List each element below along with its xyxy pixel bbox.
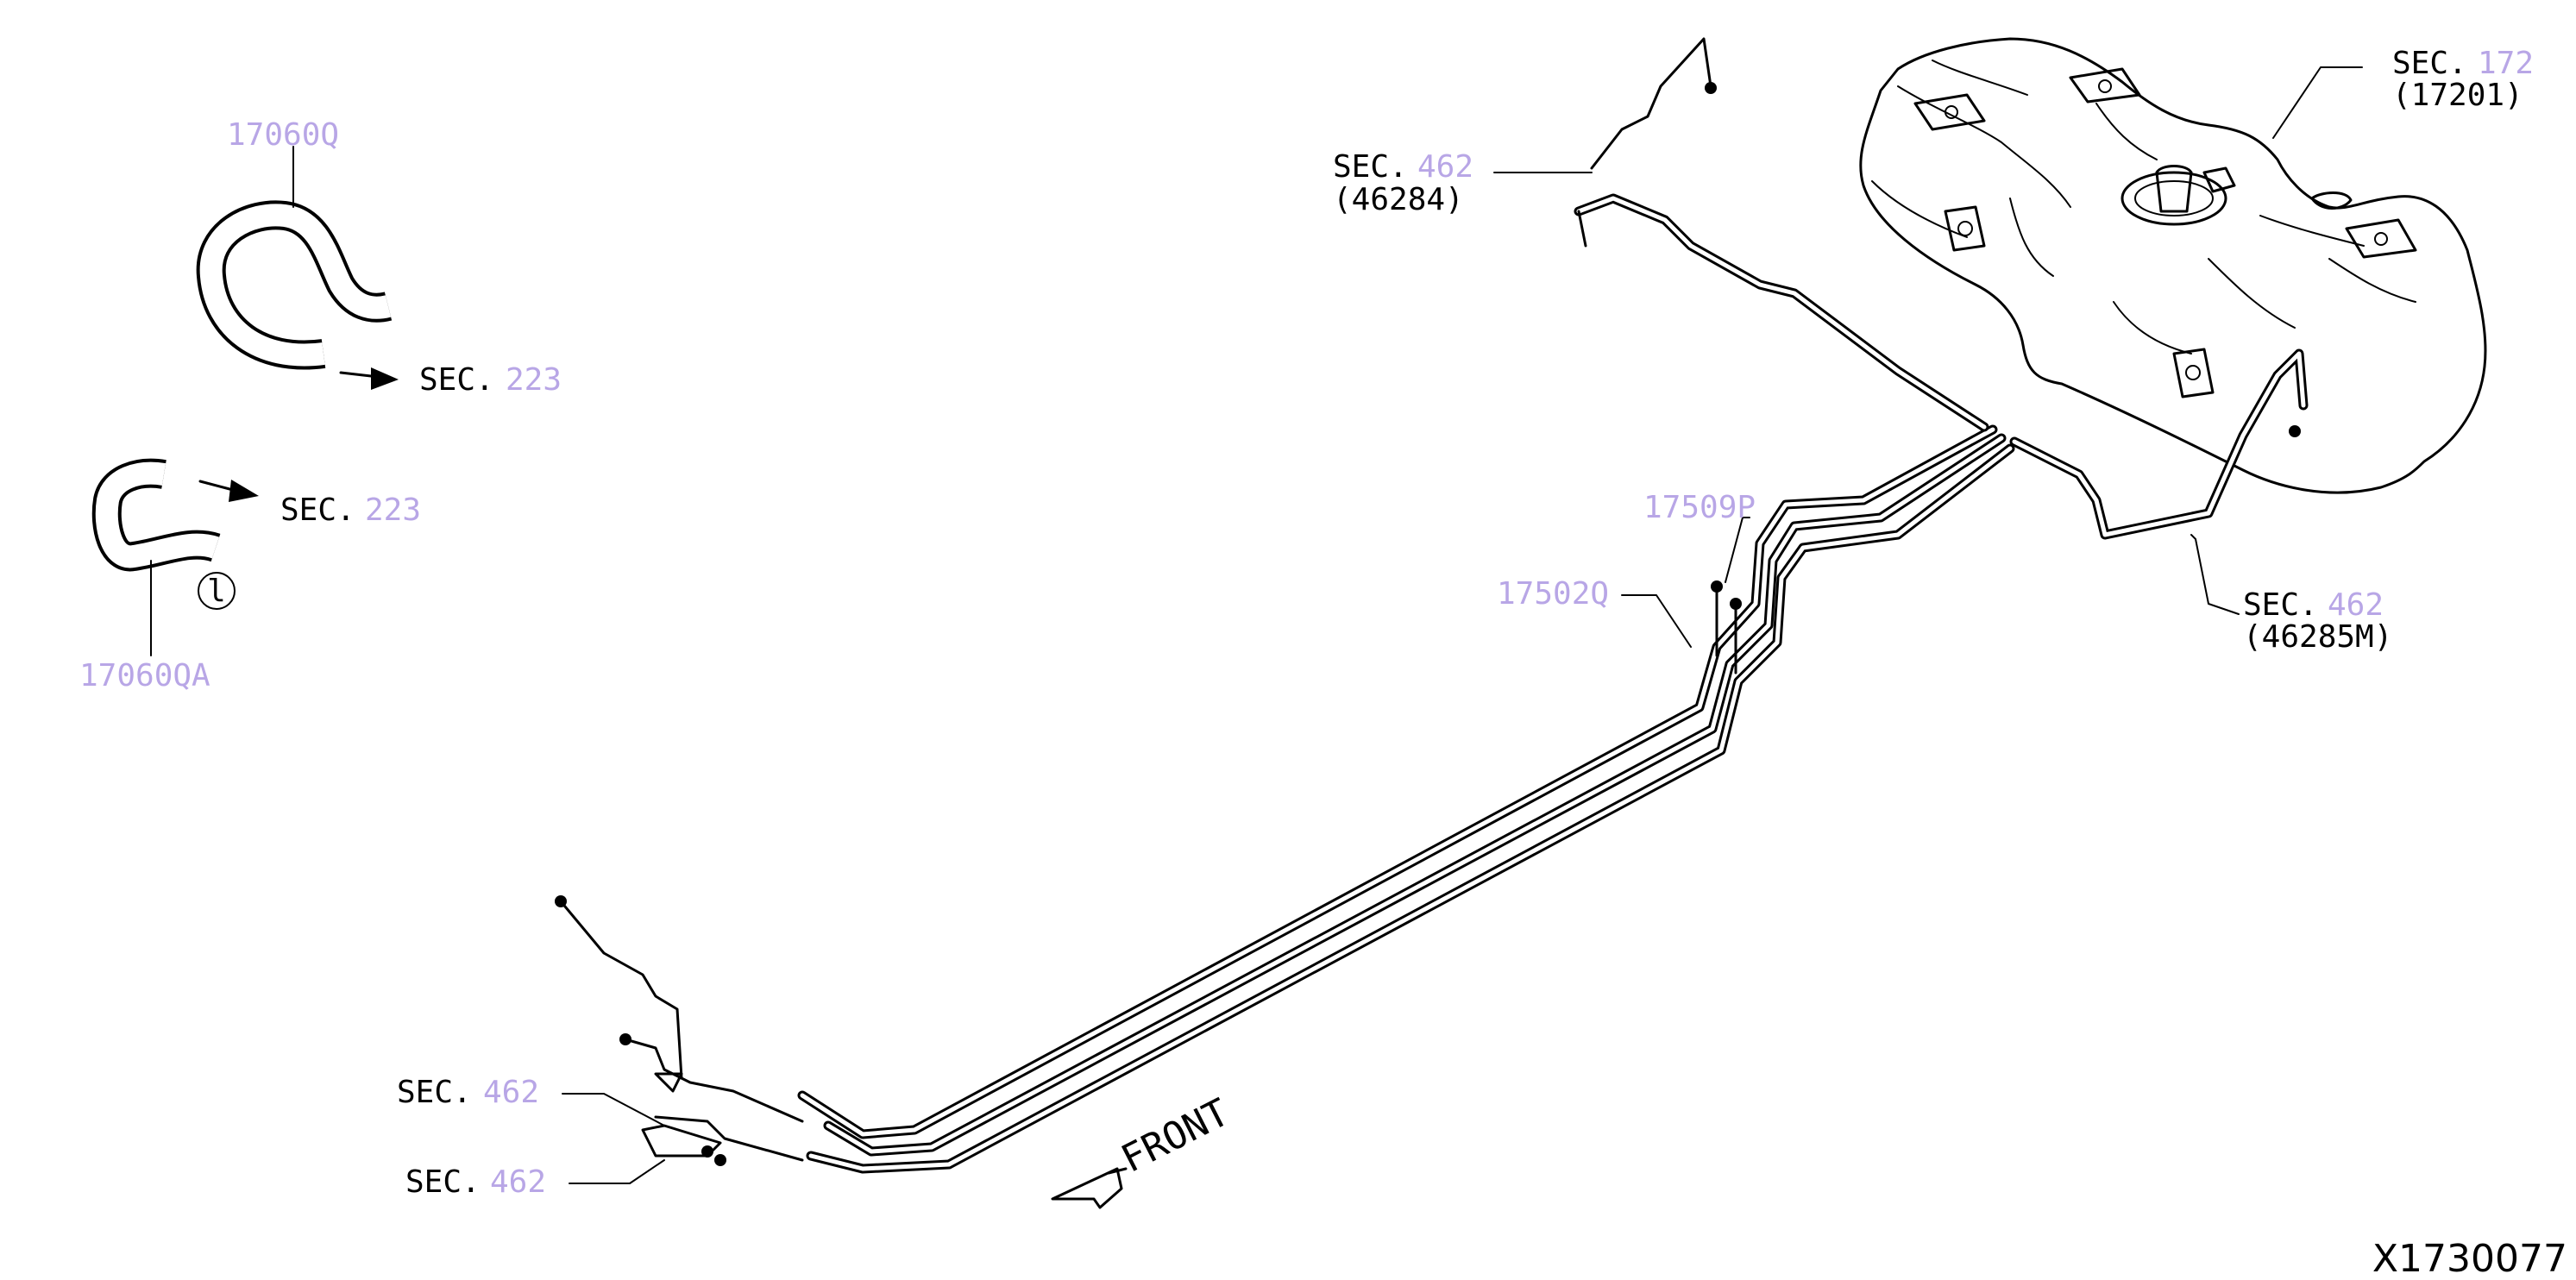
tank-sec-label: SEC. — [2392, 46, 2467, 81]
pipe-right-sec-number: 462 — [2328, 587, 2384, 623]
tube-part-a-number: 17509P — [1643, 490, 1756, 525]
front-lower-sec-number: 462 — [490, 1164, 546, 1200]
hose-lower-sec-label: SEC. — [280, 493, 355, 528]
pipe-top-sec-label: SEC. — [1333, 149, 1408, 185]
tank-code: (17201) — [2392, 78, 2523, 113]
tank-sec-number: 172 — [2478, 46, 2534, 81]
pipe-right-sec-label: SEC. — [2243, 587, 2318, 623]
pipe-top-code: (46284) — [1333, 182, 1464, 217]
front-upper-sec-label: SEC. — [397, 1075, 472, 1110]
clip-symbol-text: l — [207, 574, 226, 609]
tube-part-b-number: 17502Q — [1497, 576, 1609, 612]
hose-upper-sec-label: SEC. — [419, 362, 494, 398]
front-label: FRONT — [1115, 1090, 1236, 1182]
hose-lower — [91, 458, 221, 572]
pipe-top-sec-number: 462 — [1417, 149, 1473, 185]
fuel-tank — [1859, 37, 2487, 494]
arrow-right-icon — [339, 367, 399, 390]
fuel-tube-assembly — [555, 37, 2309, 1174]
hose-upper-part-number: 17060Q — [227, 117, 339, 153]
leader-lines — [150, 66, 2363, 1184]
clip-symbol-icon — [198, 572, 236, 610]
pipe-right-code: (46285M) — [2243, 619, 2392, 655]
hose-upper-sec-number: 223 — [506, 362, 562, 398]
diagram-id: X1730077 — [2372, 1237, 2567, 1280]
front-upper-sec-number: 462 — [483, 1075, 539, 1110]
hose-lower-sec-number: 223 — [365, 493, 421, 528]
hose-lower-part-number: 17060QA — [79, 658, 210, 693]
front-direction-indicator: FRONT — [1051, 1090, 1236, 1209]
hose-upper — [196, 200, 393, 370]
arrow-right-icon — [198, 480, 259, 502]
front-lower-sec-label: SEC. — [405, 1164, 481, 1200]
